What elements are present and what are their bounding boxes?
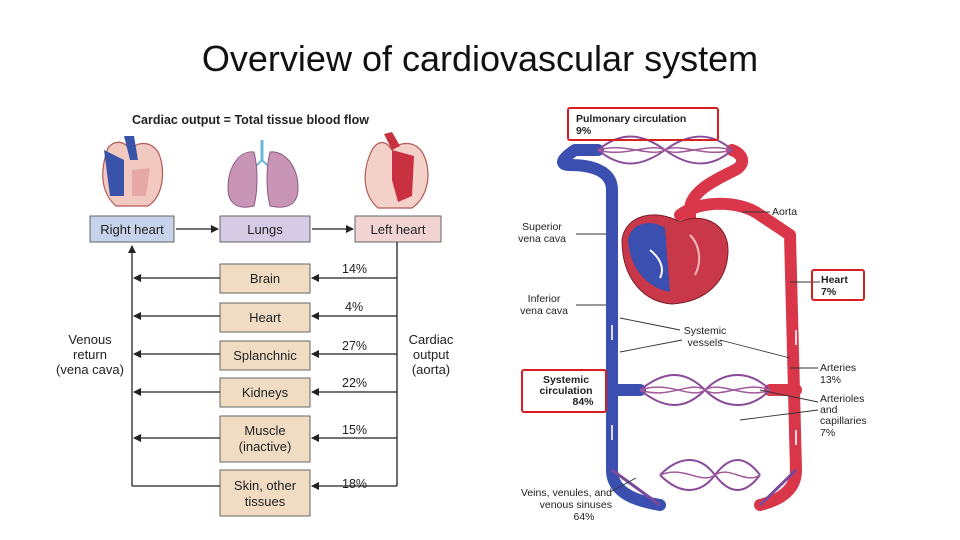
arterial-vessels <box>674 144 802 511</box>
systemic-capillary-bed-upper <box>639 374 771 406</box>
right-heart-label: Right heart <box>100 222 164 237</box>
organ-label-brain: Brain <box>250 271 280 286</box>
aorta-label: Aorta <box>772 206 797 218</box>
systemic-capillary-bed-lower <box>611 459 798 507</box>
venous-return-line3: (vena cava) <box>56 362 124 377</box>
leader-lines <box>576 211 820 493</box>
return-arrows <box>132 274 220 487</box>
systemic-circulation-line1: Systemic <box>543 374 589 386</box>
slide-title: Overview of cardiovascular system <box>201 38 759 79</box>
arterioles-line1: Arterioles <box>820 393 864 405</box>
organ-label-heart: Heart <box>249 310 281 325</box>
organ-label-muscle: Muscle <box>244 423 285 438</box>
arteries-label: Arteries <box>820 362 856 374</box>
cardiac-output-line3: (aorta) <box>412 362 450 377</box>
venous-return-line2: return <box>73 347 107 362</box>
organ-label-skin-sub: tissues <box>245 494 286 509</box>
inferior-vena-cava-line1: Inferior <box>528 293 561 305</box>
organ-percent-brain: 14% <box>342 262 367 276</box>
organ-label-muscle-sub: (inactive) <box>239 439 292 454</box>
veins-percent: 64% <box>573 511 594 523</box>
organ-label-kidneys: Kidneys <box>242 385 289 400</box>
circulation-diagram: Pulmonary circulation 9% Aorta Superior … <box>518 107 867 523</box>
heart-highlight-box <box>811 269 865 301</box>
superior-vena-cava-line1: Superior <box>522 221 562 233</box>
cardiac-output-diagram: Cardiac output = Total tissue blood flow… <box>56 113 456 517</box>
supply-arrows <box>311 274 397 490</box>
pulmonary-label: Pulmonary circulation <box>576 113 686 125</box>
left-heart-label: Left heart <box>371 222 426 237</box>
systemic-vessels-line1: Systemic <box>684 325 727 337</box>
arterioles-line3: capillaries <box>820 415 867 427</box>
organ-box-splanchnic <box>219 340 311 371</box>
systemic-vessels-line2: vessels <box>687 337 722 349</box>
organ-percent-splanchnic: 27% <box>342 339 367 353</box>
cardiac-output-line1: Cardiac <box>409 332 454 347</box>
organ-label-splanchnic: Splanchnic <box>233 348 297 363</box>
organ-label-skin: Skin, other <box>234 478 297 493</box>
pulmonary-highlight-box <box>567 107 719 141</box>
organ-percent-muscle: 15% <box>342 423 367 437</box>
organ-percent-kidneys: 22% <box>342 376 367 390</box>
cardiac-output-line2: output <box>413 347 450 362</box>
systemic-circulation-line2: circulation <box>539 385 592 397</box>
right-heart-icon <box>102 136 164 207</box>
left-heart-icon <box>364 132 429 209</box>
organ-box-heart <box>219 302 311 333</box>
arterioles-percent: 7% <box>820 427 835 439</box>
venous-return-line1: Venous <box>68 332 112 347</box>
organ-percent-skin: 18% <box>342 477 367 491</box>
pulmonary-capillary-bed <box>597 135 733 165</box>
heart-percent-value: 7% <box>821 286 837 298</box>
left-heart-box <box>354 215 442 243</box>
arterioles-line2: and <box>820 404 838 416</box>
right-heart-box <box>89 215 175 243</box>
systemic-circulation-percent: 84% <box>572 396 594 408</box>
superior-vena-cava-line2: vena cava <box>518 233 566 245</box>
cardiac-output-heading: Cardiac output = Total tissue blood flow <box>132 113 369 127</box>
heart-illustration <box>621 214 729 305</box>
organ-percent-heart: 4% <box>345 300 363 314</box>
flow-arrows <box>611 325 797 445</box>
veins-line1: Veins, venules, and <box>521 487 612 499</box>
arteries-percent: 13% <box>820 374 841 386</box>
organ-box-kidneys <box>219 377 311 408</box>
veins-line2: venous sinuses <box>540 499 612 511</box>
pulmonary-percent: 9% <box>576 125 592 137</box>
heart-percent-label: Heart <box>821 274 848 286</box>
organ-box-skin <box>219 469 311 517</box>
organ-box-muscle <box>219 415 311 463</box>
lungs-label: Lungs <box>247 222 283 237</box>
lungs-icon <box>227 140 299 208</box>
systemic-highlight-box <box>521 369 607 413</box>
lungs-box <box>219 215 311 243</box>
inferior-vena-cava-line2: vena cava <box>520 305 568 317</box>
